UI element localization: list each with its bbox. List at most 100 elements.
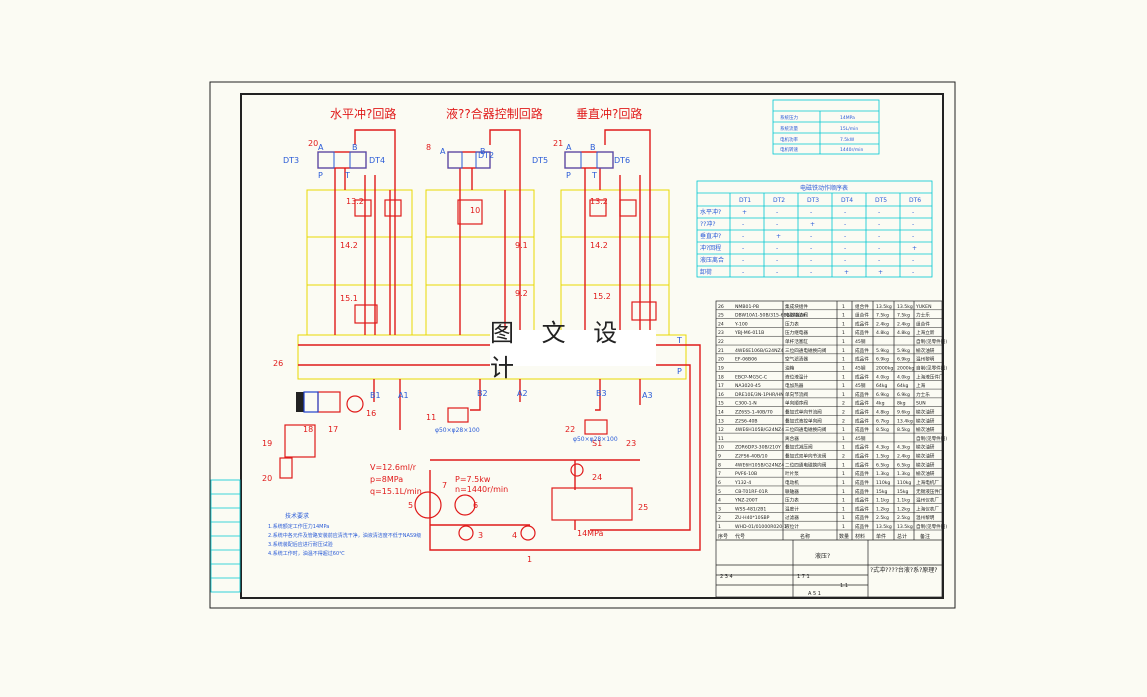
svg-text:1.系统额定工作压力14MPa: 1.系统额定工作压力14MPa bbox=[268, 523, 329, 530]
action-table-cell: - bbox=[878, 245, 880, 252]
parts-list-cell: 压力表 bbox=[785, 497, 799, 504]
svg-text:7.5kW: 7.5kW bbox=[840, 137, 855, 143]
parts-list-cell: 6.9kg bbox=[897, 357, 910, 363]
svg-text:26: 26 bbox=[273, 359, 283, 368]
parts-list-cell: 1 bbox=[842, 462, 845, 468]
svg-text:P: P bbox=[677, 367, 682, 376]
svg-text:23: 23 bbox=[626, 439, 636, 448]
parts-list-cell: 1 bbox=[842, 365, 845, 371]
parts-list-cell: YNZ-200T bbox=[734, 498, 758, 504]
svg-text:7: 7 bbox=[442, 481, 447, 490]
svg-text:名称: 名称 bbox=[800, 533, 810, 540]
circuit-title-clutch: 液??合器控制回路 bbox=[446, 106, 543, 121]
circuit-title-vertical: 垂直冲?回路 bbox=[576, 106, 642, 121]
parts-list-cell: 榆次油研 bbox=[916, 444, 935, 451]
parts-list-cell: 1 bbox=[842, 498, 845, 504]
parts-list-cell: 成品件 bbox=[855, 320, 869, 327]
component-symbols bbox=[279, 199, 657, 541]
action-table-row-label: ??冲? bbox=[700, 220, 716, 228]
svg-text:13.2: 13.2 bbox=[590, 197, 608, 206]
parts-list-cell: 4.3kg bbox=[876, 445, 889, 451]
action-table-row-label: 液压离合 bbox=[700, 256, 724, 264]
svg-text:B: B bbox=[480, 147, 486, 156]
parts-list-cell: 空气滤清器 bbox=[785, 356, 808, 363]
svg-text:14MPa: 14MPa bbox=[577, 529, 604, 538]
parts-list-cell: 电动机 bbox=[785, 479, 799, 486]
parts-list-cell: 1.3kg bbox=[876, 471, 889, 477]
parts-list-cell: 1 bbox=[842, 304, 845, 310]
action-table-cell: - bbox=[912, 233, 914, 240]
svg-text:2.系统中各元件及管路安装前应清洗干净，油液清洁度不低于NA: 2.系统中各元件及管路安装前应清洗干净，油液清洁度不低于NAS9级 bbox=[268, 532, 421, 539]
parts-list-cell: 4.0kg bbox=[876, 374, 889, 380]
parts-list-cell: 13.5kg bbox=[897, 304, 913, 310]
svg-text:19: 19 bbox=[262, 439, 272, 448]
svg-text:B3: B3 bbox=[596, 389, 607, 398]
svg-text:25: 25 bbox=[638, 503, 648, 512]
parts-list-cell: 6.9kg bbox=[876, 392, 889, 398]
parts-list-cell: 6.5kg bbox=[876, 462, 889, 468]
parts-list-cell: 4WE6E106B/G24NZ4 bbox=[735, 348, 784, 354]
parts-list-cell: 8.5kg bbox=[876, 427, 889, 433]
parts-list-grid bbox=[715, 300, 943, 598]
parts-list-cell: WSS-481/2B1 bbox=[735, 506, 766, 512]
parts-list-cell: SUN bbox=[916, 401, 926, 407]
svg-text:V=12.6ml/r: V=12.6ml/r bbox=[370, 463, 417, 472]
svg-text:14.2: 14.2 bbox=[590, 241, 608, 250]
svg-text:电机功率: 电机功率 bbox=[780, 136, 798, 143]
action-table-cell: - bbox=[810, 233, 812, 240]
parts-list-cell: 45钢 bbox=[855, 364, 866, 371]
svg-text:A2: A2 bbox=[517, 389, 528, 398]
svg-text:P: P bbox=[318, 171, 323, 180]
svg-text:3.系统装配后应进行耐压试验: 3.系统装配后应进行耐压试验 bbox=[268, 541, 333, 548]
parts-list-header: 序号 代号 名称 数量 材料 单件 总计 备注 bbox=[718, 533, 930, 540]
parts-list-cell: 6.9kg bbox=[897, 392, 910, 398]
action-table-cell: - bbox=[810, 209, 812, 216]
parts-list-cell: 2.5kg bbox=[876, 515, 889, 521]
parts-list-cell: NA3020-45 bbox=[735, 383, 761, 389]
parts-list-cell: 1 bbox=[718, 524, 721, 530]
action-table-cell: - bbox=[878, 221, 880, 228]
parts-list-cell: 成品件 bbox=[855, 453, 869, 460]
project-title: ?式冲????台液?系?原理? bbox=[870, 566, 937, 574]
parts-list-cell: DBW10A1-50B/315-6EG24NZ4 bbox=[735, 313, 805, 319]
parts-list-cell: 21 bbox=[718, 348, 724, 354]
parts-list-cell: 4.8kg bbox=[876, 330, 889, 336]
svg-text:A1: A1 bbox=[398, 391, 409, 400]
parts-list-cell: 20 bbox=[718, 357, 724, 363]
svg-text:A: A bbox=[566, 143, 572, 152]
action-table-row-label: 垂直冲? bbox=[700, 232, 721, 240]
svg-text:4: 4 bbox=[512, 531, 517, 540]
solenoid-valve-symbols bbox=[317, 151, 614, 169]
svg-text:T: T bbox=[591, 171, 597, 180]
action-table-cell: - bbox=[776, 269, 778, 276]
parts-list-cell: 9 bbox=[718, 454, 721, 460]
parts-list-cell: 1 bbox=[842, 480, 845, 486]
parts-list-cell: 成品件 bbox=[855, 391, 869, 398]
parts-list-cell: 17 bbox=[718, 383, 724, 389]
svg-text:14.2: 14.2 bbox=[340, 241, 358, 250]
action-table-cell: - bbox=[742, 245, 744, 252]
parts-list-cell: 单向顺序阀 bbox=[785, 400, 808, 407]
parts-list-cell: 成品件 bbox=[855, 356, 869, 363]
parts-list-cell: 上海立新 bbox=[916, 329, 935, 336]
parts-list-cell: ZDR6DP3-30B/210Y bbox=[735, 445, 781, 451]
parts-list-cell: 油箱 bbox=[785, 364, 795, 371]
parts-list-cell: CB-T01RF-01R bbox=[735, 489, 769, 495]
action-table-cell: - bbox=[844, 245, 846, 252]
parts-list-cell: 4WE6H105B/G24NZ4 bbox=[735, 462, 784, 468]
cylinder-22-note: φ50×φ28×100 bbox=[573, 436, 618, 443]
parts-list-cell: 4kg bbox=[876, 401, 885, 407]
svg-text:DT4: DT4 bbox=[369, 156, 385, 165]
parts-list-cell: 力士乐 bbox=[916, 391, 930, 398]
scale-value: 1:1 bbox=[840, 583, 848, 589]
parts-list-cell: 叠加式液控单向阀 bbox=[785, 417, 822, 424]
parts-list-cell: 榆次油研 bbox=[916, 470, 935, 477]
parts-list-cell: 7.5kg bbox=[876, 313, 889, 319]
parts-list-cell: 2000kg bbox=[897, 365, 914, 371]
parts-list-cell: 8kg bbox=[897, 401, 906, 407]
svg-text:6: 6 bbox=[473, 501, 478, 510]
parts-list-cell: 5 bbox=[718, 489, 721, 495]
parts-list-cell: 榆次油研 bbox=[916, 453, 935, 460]
